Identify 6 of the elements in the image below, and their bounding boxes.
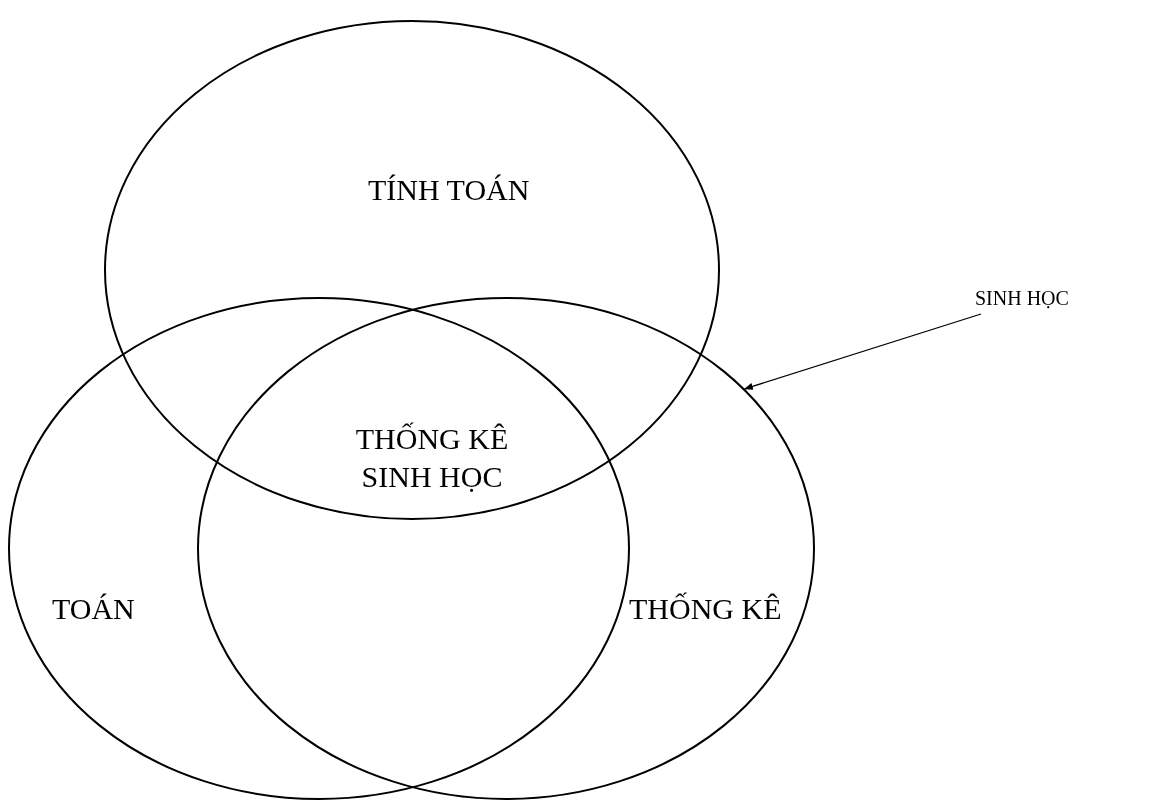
callout-label: SINH HỌC <box>975 286 1069 310</box>
region-label: THỐNG KÊ <box>629 591 782 627</box>
region-label: TÍNH TOÁN <box>368 172 530 208</box>
region-label: TOÁN <box>52 591 135 627</box>
arrow <box>743 313 982 390</box>
intersection-label: THỐNG KÊ SINH HỌC <box>354 421 510 495</box>
